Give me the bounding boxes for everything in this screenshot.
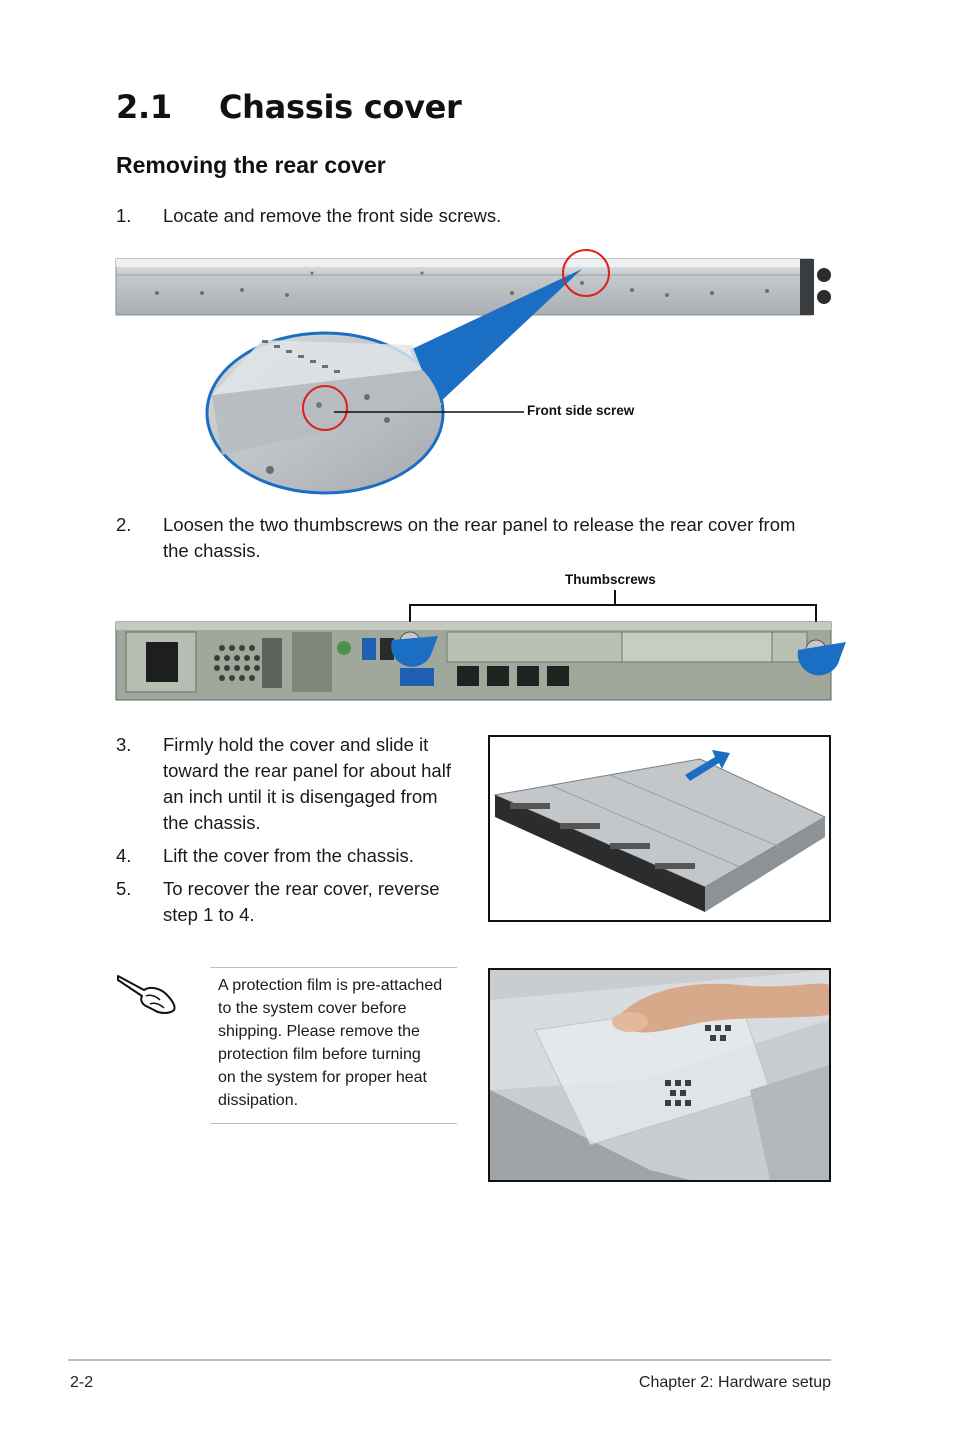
note-text: A protection film is pre-attached to the… [218,974,463,1112]
power-socket [146,642,178,682]
step-3: 3. Firmly hold the cover and slide it to… [116,732,486,836]
note-line: protection film before turning [218,1046,421,1063]
step-text-line: an inch until it is disengaged from [163,786,438,807]
thumbscrews-label: Thumbscrews [565,572,656,587]
subsection-heading: Removing the rear cover [116,152,386,178]
step-text: Locate and remove the front side screws. [163,205,502,226]
hand-illustration [615,983,829,1033]
zoom-beam [410,269,582,405]
step-number: 5. [116,878,132,899]
note-line: dissipation. [218,1092,299,1109]
step-text-line: the chassis. [163,812,261,833]
note-top-rule [210,967,457,968]
lan-ports [457,666,569,686]
step-number: 4. [116,845,132,866]
front-side-screw-label: Front side screw [527,403,635,418]
note-line: shipping. Please remove the [218,1023,420,1040]
page-number: 2-2 [70,1374,94,1391]
chassis-side-panel [115,258,813,316]
step-number: 3. [116,734,132,755]
section-heading: 2.1 Chassis cover [116,88,462,126]
section-title: Chassis cover [219,88,462,126]
slide-cover-figure [488,735,831,922]
rotate-arrow-icon [391,636,438,667]
note-line: on the system for proper heat [218,1069,427,1086]
screw-highlight-ring [562,249,610,297]
step-text-line: Firmly hold the cover and slide it [163,734,429,755]
chassis-side-figure [115,249,831,495]
footer-rule [68,1359,831,1361]
step-4: 4. Lift the cover from the chassis. [116,843,486,869]
chapter-label: Chapter 2: Hardware setup [638,1374,831,1391]
rotate-arrow-icon [797,642,846,676]
step-text: Lift the cover from the chassis. [163,845,414,866]
step-text-line-1: Loosen the two thumbscrews on the rear p… [163,514,796,535]
slide-cover-illustration [493,750,827,912]
note-line: to the system cover before [218,1000,407,1017]
rear-panel-figure [115,590,846,701]
step-number: 1. [116,205,132,226]
vga-port [400,668,434,686]
section-number: 2.1 [116,88,172,126]
step-text-line: To recover the rear cover, reverse [163,878,440,899]
step-text-line: step 1 to 4. [163,904,255,925]
step-1: 1. Locate and remove the front side scre… [116,203,836,229]
protection-film-illustration [490,970,829,1180]
hand-pointing-icon [117,975,176,1014]
slide-direction-arrow-icon [685,750,730,781]
note-line: A protection film is pre-attached [218,977,443,994]
step-number: 2. [116,514,132,535]
step-5: 5. To recover the rear cover, reverse st… [116,876,486,928]
step-text-line-2: the chassis. [163,540,261,561]
step-2: 2. Loosen the two thumbscrews on the rea… [116,512,856,564]
screw-zoom-ring [302,385,348,431]
note-bottom-rule [210,1123,457,1124]
protection-film-figure [488,968,831,1182]
step-text-line: toward the rear panel for about half [163,760,451,781]
